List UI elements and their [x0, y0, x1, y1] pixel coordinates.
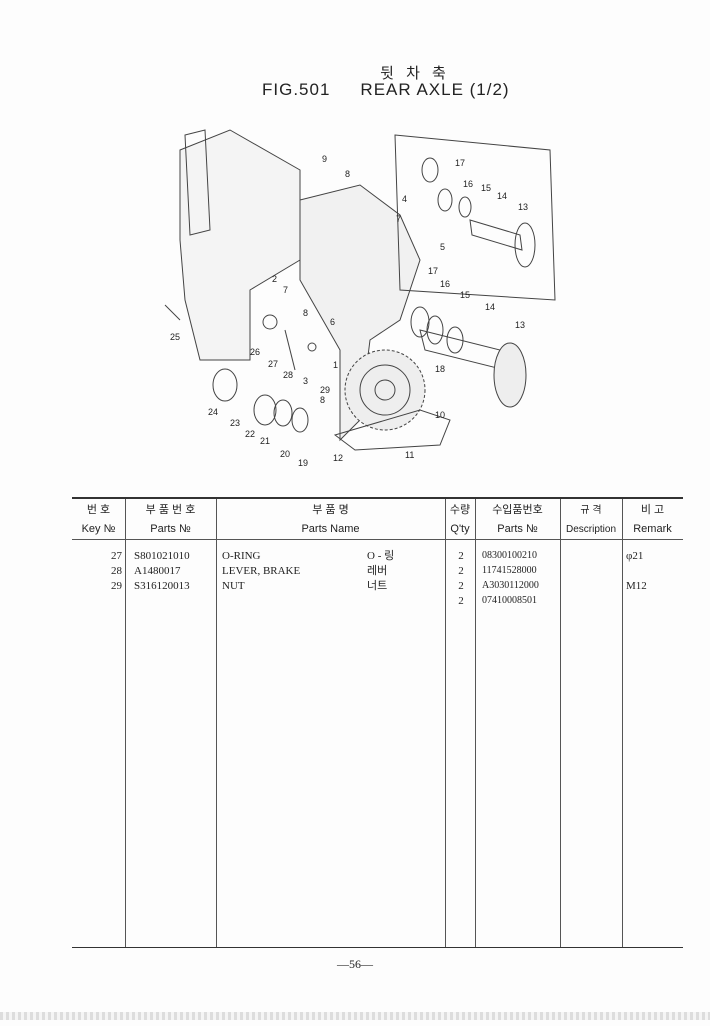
header-english: Key № — [81, 523, 116, 535]
callout-number: 7 — [396, 214, 401, 224]
brake-gear — [344, 349, 426, 431]
header-korean: 번 호 — [86, 504, 111, 516]
callout-number: 2 — [272, 274, 277, 284]
cell-name-kr: 너트 — [367, 580, 388, 592]
figure-name: REAR AXLE (1/2) — [360, 80, 510, 99]
header-english: Parts № — [150, 523, 191, 535]
callout-number: 15 — [481, 183, 491, 193]
callout-number: 3 — [303, 376, 308, 386]
header-korean: 부 품 번 호 — [145, 504, 196, 516]
callout-number: 17 — [455, 158, 465, 168]
parts-table: 번 호 Key № 부 품 번 호 Parts № 부 품 명 Parts Name 수량 Q… — [72, 497, 683, 948]
column-header: 번 호 Key № — [72, 501, 125, 539]
callout-number: 19 — [298, 458, 308, 468]
cell-part-no: S316120013 — [134, 580, 190, 592]
callout-number: 1 — [333, 360, 338, 370]
figure-number: FIG.501 — [262, 80, 331, 99]
scan-edge — [0, 1012, 710, 1020]
callout-number: 4 — [402, 194, 407, 204]
callout-number: 24 — [208, 407, 218, 417]
cell-name-kr: 레버 — [367, 565, 388, 577]
callout-number: 6 — [330, 317, 335, 327]
cell-part-no: A1480017 — [134, 565, 181, 577]
callout-number: 7 — [283, 285, 288, 295]
callout-number: 26 — [250, 347, 260, 357]
callout-number: 11 — [405, 450, 414, 460]
cell-import-no: 08300100210 — [482, 550, 537, 561]
engine-block — [179, 129, 301, 361]
callout-number: 8 — [345, 169, 350, 179]
cell-desc: M12 — [626, 580, 647, 592]
cell-import-no: 07410008501 — [482, 595, 537, 606]
column-header: 부 품 명 Parts Name — [216, 501, 445, 539]
header-english: Parts Name — [301, 523, 360, 535]
callout-number: 23 — [230, 418, 240, 428]
header-english: Q'ty — [450, 523, 470, 535]
callout-number: 14 — [497, 191, 507, 201]
callout-number: 18 — [435, 364, 445, 374]
column-header: 수입품번호 Parts № — [475, 501, 560, 539]
callout-number: 16 — [463, 179, 473, 189]
callout-number: 28 — [283, 370, 293, 380]
callout-number: 8 — [320, 395, 325, 405]
cell-name: NUT — [222, 580, 245, 592]
header-korean: 수입품번호 — [492, 504, 543, 516]
cell-import-no: 11741528000 — [482, 565, 537, 576]
header-english: Parts № — [497, 523, 538, 535]
cell-import-no: A3030112000 — [482, 580, 539, 591]
callout-number: 12 — [333, 453, 343, 463]
cell-qty: 2 — [458, 550, 464, 562]
column-header: 규 격 Description — [560, 501, 622, 539]
callout-number: 16 — [440, 279, 450, 289]
callout-number: 22 — [245, 429, 255, 439]
header-korean: 규 격 — [580, 505, 602, 516]
cover-plate — [333, 409, 451, 451]
figure-title: FIG.501 REAR AXLE (1/2) — [262, 80, 540, 100]
header-english: Remark — [633, 523, 672, 535]
axle-housing — [299, 184, 421, 442]
cell-part-no: S801021010 — [134, 550, 190, 562]
callout-number: 17 — [428, 266, 438, 276]
page-number: —56— — [337, 957, 373, 971]
callout-number: 14 — [485, 302, 495, 312]
cell-qty: 2 — [458, 565, 464, 577]
cell-qty: 2 — [458, 580, 464, 592]
column-header: 수량 Q'ty — [445, 501, 475, 539]
cell-key: 28 — [111, 565, 122, 577]
callout-number: 25 — [170, 332, 180, 342]
header-english: Description — [565, 524, 617, 535]
cell-name-kr: O - 링 — [367, 550, 395, 562]
cell-key: 29 — [111, 580, 122, 592]
column-header: 비 고 Remark — [622, 501, 683, 539]
axle-flange — [493, 342, 527, 408]
callout-number: 29 — [320, 385, 330, 395]
callout-number: 15 — [460, 290, 470, 300]
cell-key: 27 — [111, 550, 122, 562]
column-header: 부 품 번 호 Parts № — [125, 501, 216, 539]
callout-number: 13 — [518, 202, 528, 212]
header-korean: 수량 — [449, 504, 471, 516]
callout-number: 9 — [322, 154, 327, 164]
cell-name: LEVER, BRAKE — [222, 565, 301, 577]
cell-qty: 2 — [458, 595, 464, 607]
callout-number: 5 — [440, 242, 445, 252]
callout-number: 27 — [268, 359, 278, 369]
cell-name: O-RING — [222, 550, 261, 562]
header-korean: 비 고 — [640, 504, 665, 516]
callout-number: 21 — [260, 436, 270, 446]
callout-number: 20 — [280, 449, 290, 459]
callout-number: 8 — [303, 308, 308, 318]
callout-number: 10 — [435, 410, 445, 420]
callout-number: 13 — [515, 320, 525, 330]
detail-inset-frame — [394, 134, 556, 301]
header-korean: 부 품 명 — [312, 504, 349, 516]
cell-desc: φ21 — [626, 550, 644, 562]
title-korean: 뒷 차 축 — [380, 65, 450, 82]
